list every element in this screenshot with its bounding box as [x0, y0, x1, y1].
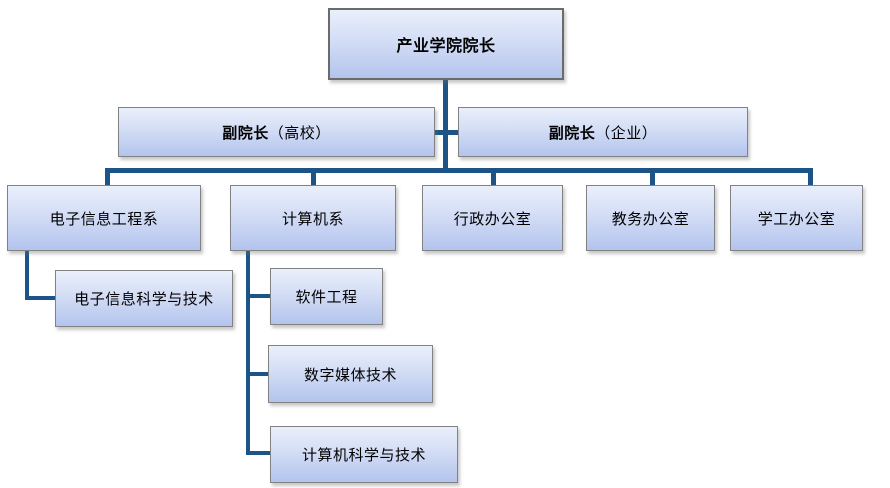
connector-stub-office-admin	[491, 168, 496, 185]
connector-vice-deans-link	[435, 130, 458, 135]
connector-branch-major-eist	[25, 296, 55, 300]
org-node-major-dmt-label: 数字媒体技术	[303, 366, 397, 384]
connector-trunk-vertical	[443, 80, 448, 172]
connector-cs-subtree-vertical	[246, 251, 250, 455]
org-node-office-admin-label: 行政办公室	[453, 210, 532, 228]
connector-ee-subtree-vertical	[25, 251, 29, 300]
org-node-vice-dean-university: 副院长（高校）	[118, 107, 435, 157]
org-node-office-academic-affairs: 教务办公室	[586, 185, 715, 251]
org-node-vice-dean-university-suffix: （高校）	[268, 124, 331, 142]
org-node-vice-dean-university-title: 副院长	[222, 124, 269, 142]
org-node-major-electronic-info-science-tech: 电子信息科学与技术	[55, 270, 233, 327]
org-node-dept-cs-label: 计算机系	[281, 210, 344, 228]
connector-stub-dept-ee	[105, 168, 110, 185]
org-node-major-se-label: 软件工程	[295, 289, 358, 306]
org-node-major-digital-media-tech: 数字媒体技术	[268, 345, 433, 403]
org-node-vice-dean-enterprise: 副院长（企业）	[458, 107, 748, 157]
org-node-major-cst-label: 计算机科学与技术	[301, 447, 426, 464]
connector-branch-major-cst	[246, 451, 270, 455]
connector-stub-office-student	[808, 168, 813, 185]
connector-branch-major-se	[246, 294, 270, 298]
org-node-major-software-engineering: 软件工程	[270, 268, 383, 325]
org-node-office-academic-label: 教务办公室	[611, 210, 690, 228]
org-node-office-administrative: 行政办公室	[422, 185, 563, 251]
org-node-dept-ee-label: 电子信息工程系	[49, 210, 159, 228]
org-node-office-student-affairs: 学工办公室	[730, 185, 863, 251]
org-node-major-computer-science-tech: 计算机科学与技术	[270, 426, 458, 483]
org-node-vice-dean-enterprise-suffix: （企业）	[595, 124, 658, 142]
connector-stub-office-academic	[650, 168, 655, 185]
org-node-dean-label: 产业学院院长	[396, 38, 496, 55]
org-node-dean: 产业学院院长	[328, 8, 564, 80]
connector-branch-major-dmt	[246, 372, 268, 376]
org-node-dept-computer: 计算机系	[230, 185, 396, 251]
org-node-vice-dean-enterprise-title: 副院长	[548, 124, 596, 142]
connector-level3-rail	[105, 168, 813, 173]
org-node-major-eist-label: 电子信息科学与技术	[74, 291, 214, 308]
org-node-dept-electronic-info-engineering: 电子信息工程系	[7, 185, 201, 251]
connector-stub-dept-cs	[311, 168, 316, 185]
org-node-office-student-label: 学工办公室	[757, 210, 836, 228]
